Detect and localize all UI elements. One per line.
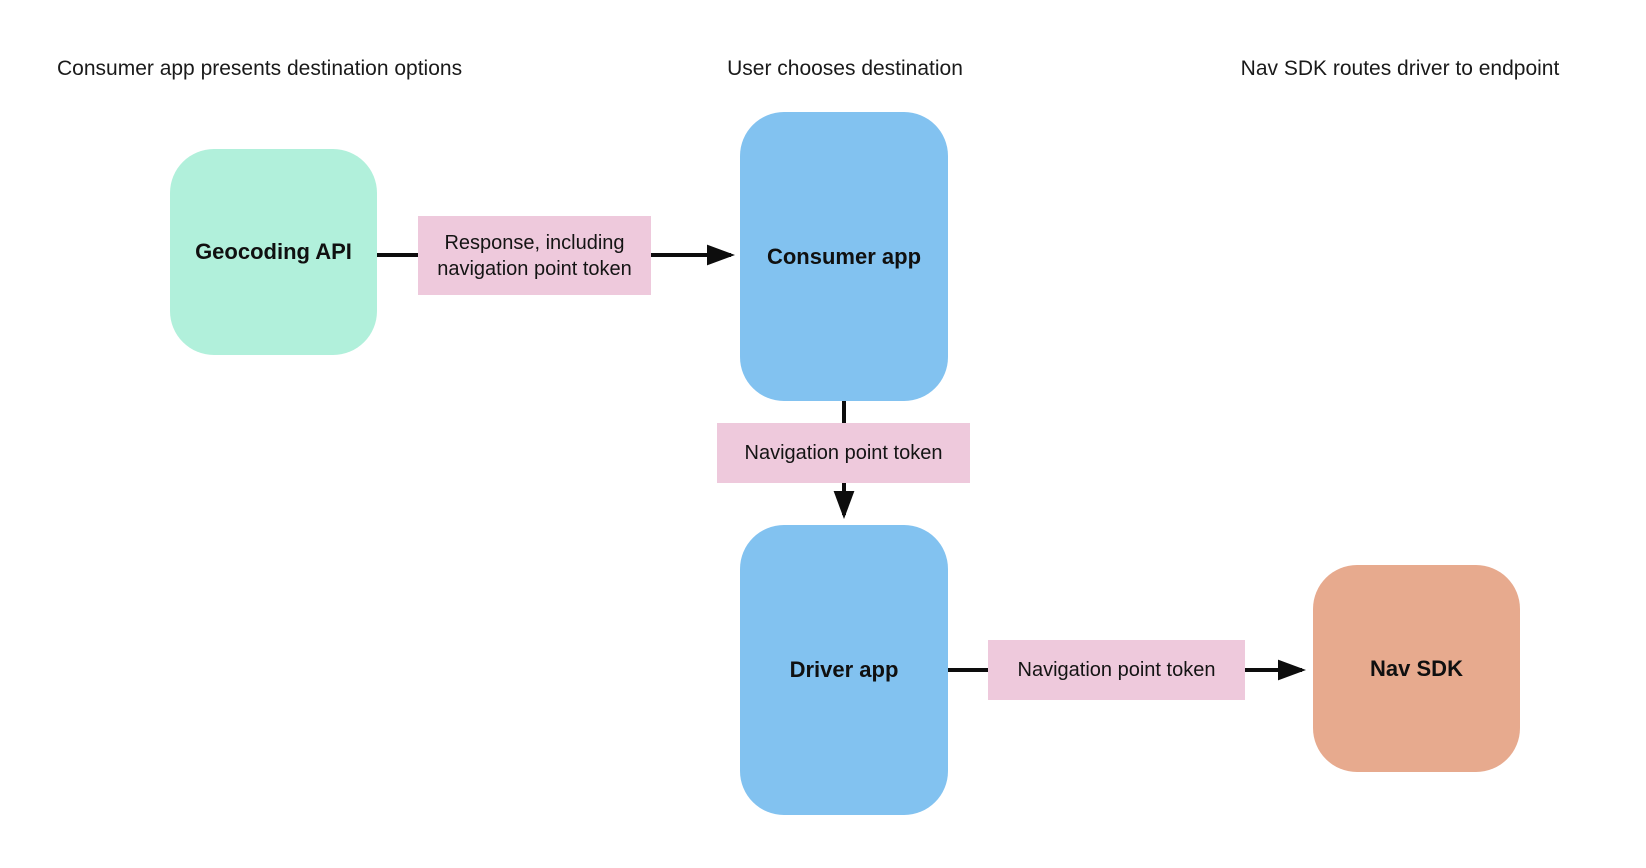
node-consumer-app: Consumer app xyxy=(740,112,948,401)
phase-header-user-chooses: User chooses destination xyxy=(727,57,963,80)
node-geocoding-api: Geocoding API xyxy=(170,149,377,355)
edge-label-navigation-point-token-horizontal: Navigation point token xyxy=(988,640,1245,700)
node-driver-app: Driver app xyxy=(740,525,948,815)
node-consumer-app-label: Consumer app xyxy=(766,243,922,269)
edge-label-response-including-token: Response, including navigation point tok… xyxy=(418,216,651,295)
edge-label-navigation-point-token-vertical: Navigation point token xyxy=(717,423,970,483)
edge-label-text: Response, including navigation point tok… xyxy=(437,231,632,280)
phase-header-consumer-presents: Consumer app presents destination option… xyxy=(57,57,463,80)
phase-header-nav-sdk-routes: Nav SDK routes driver to endpoint xyxy=(1240,57,1560,80)
edge-label-text: Navigation point token xyxy=(744,442,943,464)
edge-label-text: Navigation point token xyxy=(1017,659,1216,681)
node-nav-sdk: Nav SDK xyxy=(1313,565,1520,772)
node-nav-sdk-label: Nav SDK xyxy=(1370,655,1463,681)
node-driver-app-label: Driver app xyxy=(789,657,899,682)
node-geocoding-api-label: Geocoding API xyxy=(195,239,352,264)
